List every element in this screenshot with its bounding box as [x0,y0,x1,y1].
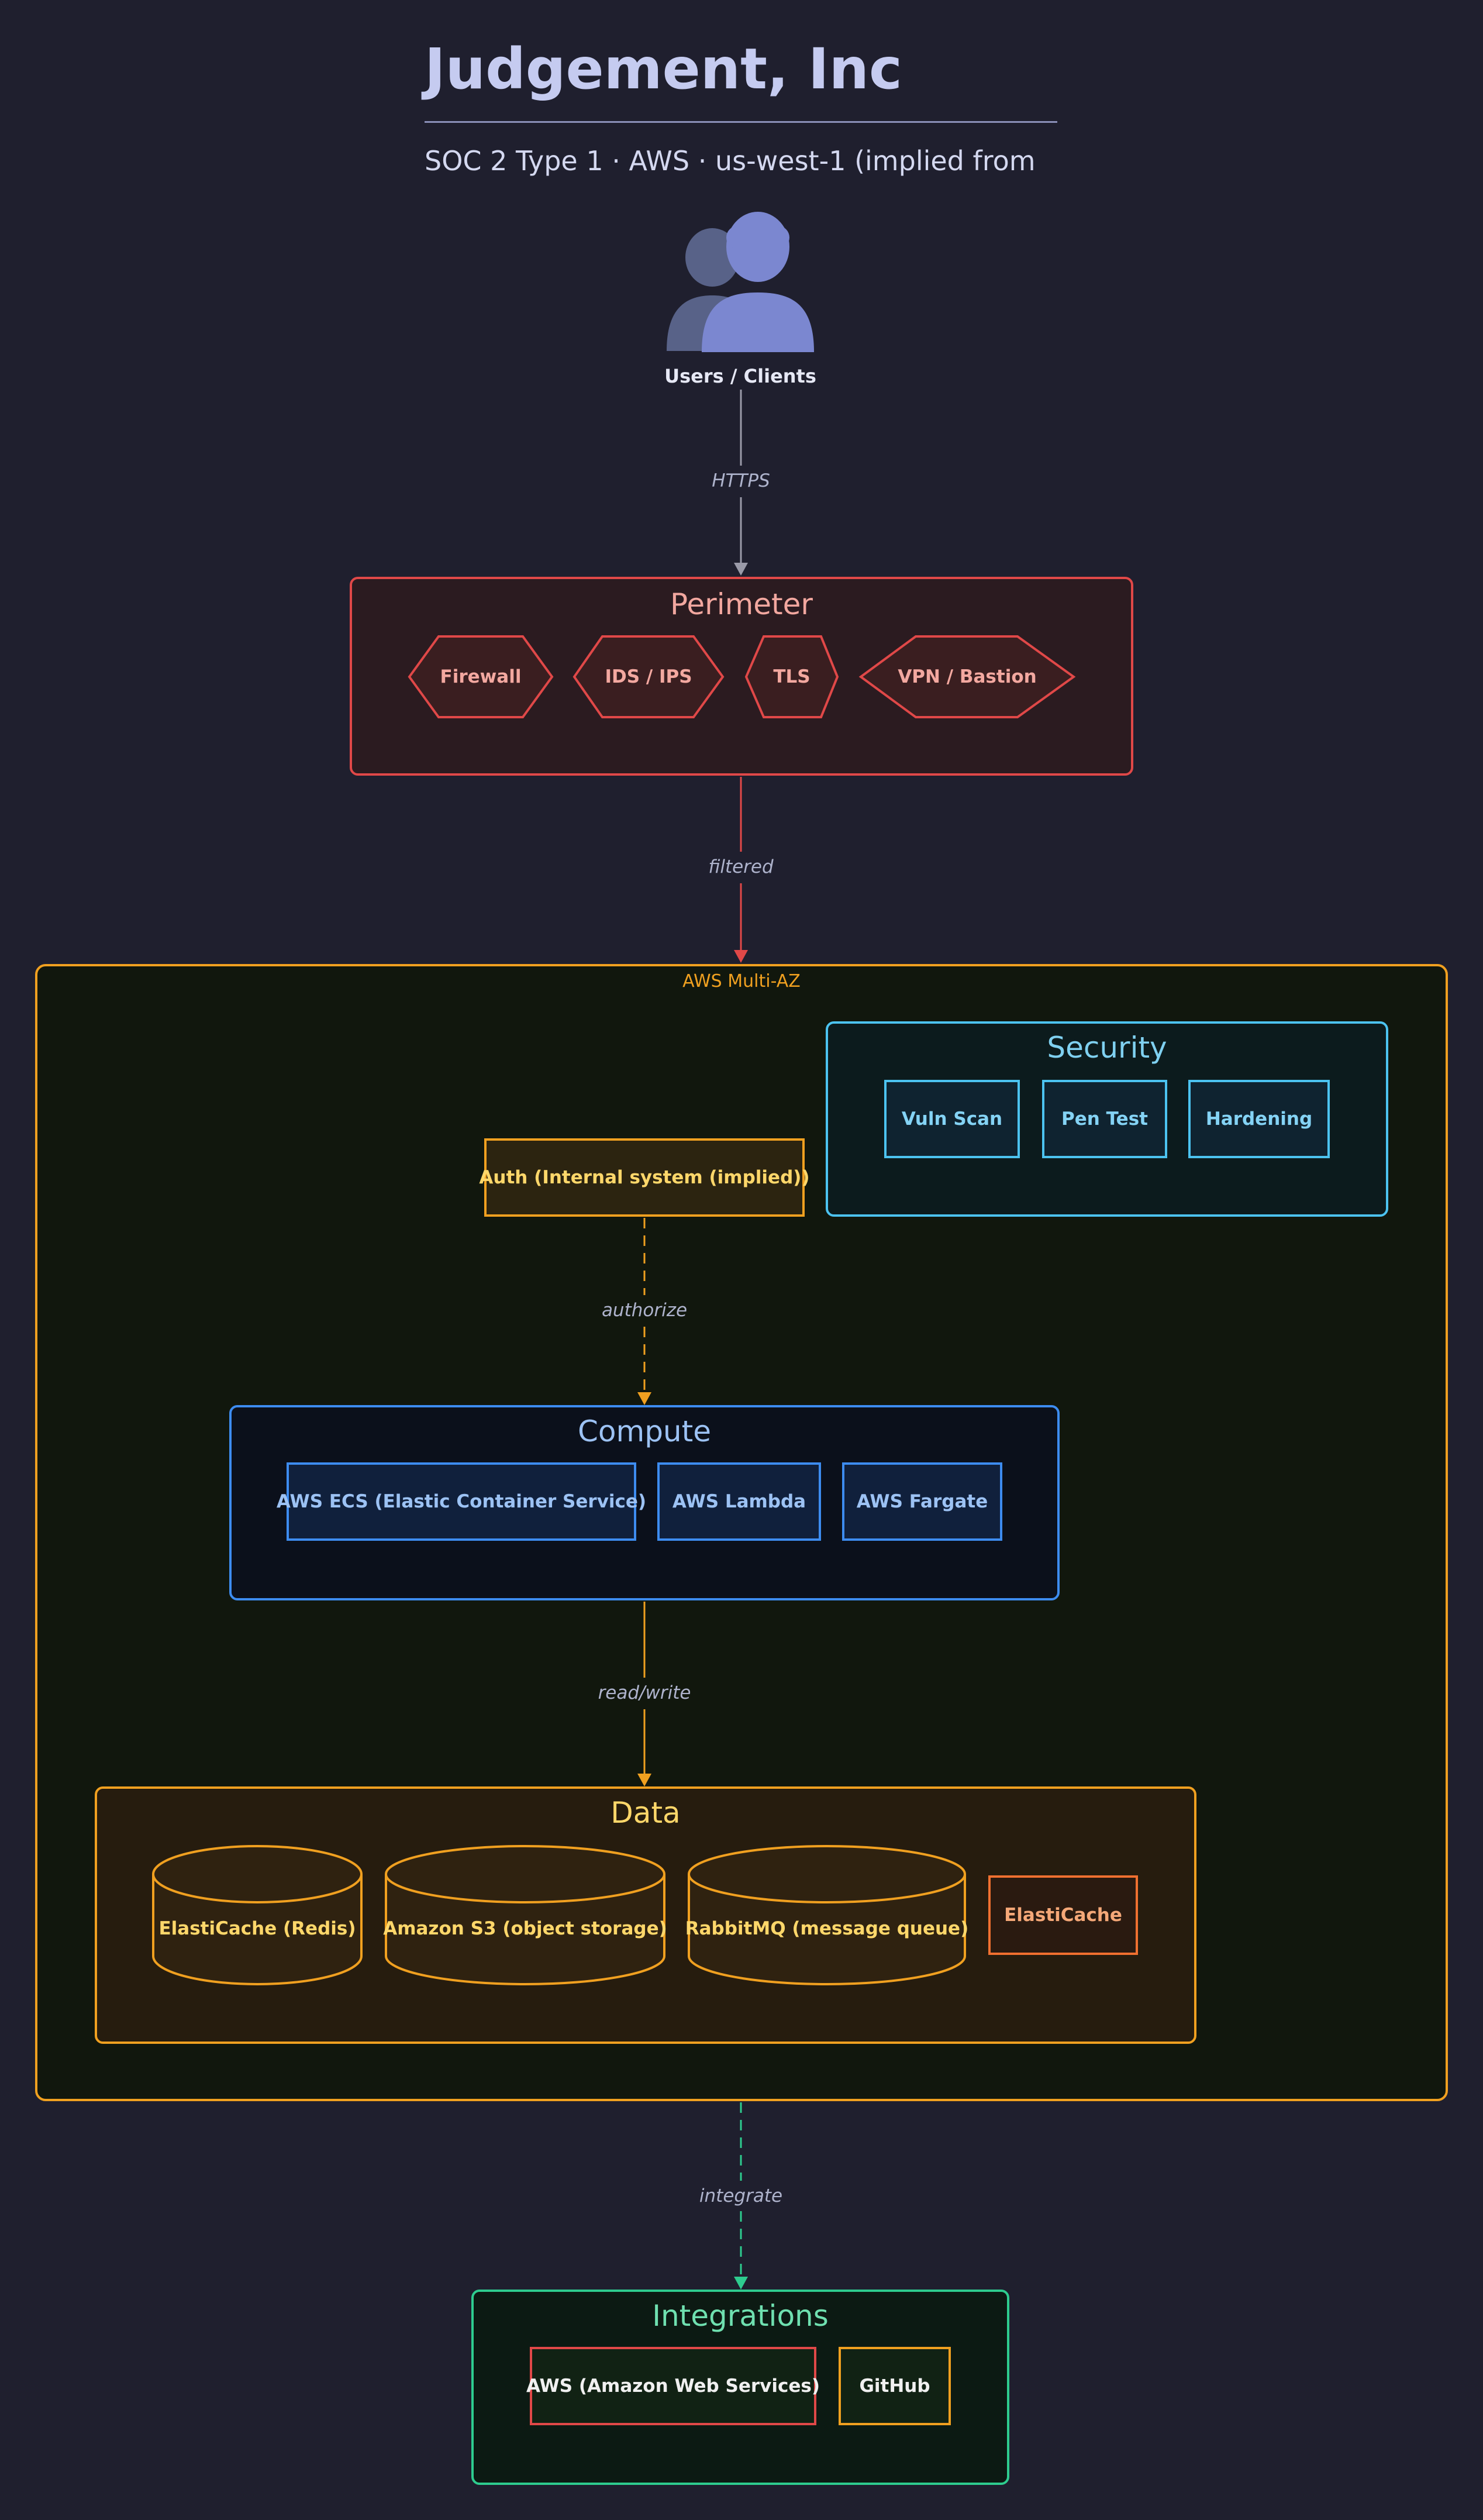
users-label: Users / Clients [664,365,816,387]
ids-ips-label: IDS / IPS [605,666,692,687]
elasticache-node: ElastiCache [988,1875,1138,1955]
vuln-scan-node: Vuln Scan [884,1080,1020,1158]
elasticache-redis-cylinder [152,1845,363,1985]
edge-users-perimeter [734,390,748,576]
firewall-label: Firewall [440,666,522,687]
rabbitmq-label: RabbitMQ (message queue) [685,1918,969,1939]
pen-test-node: Pen Test [1042,1080,1167,1158]
page-title: Judgement, Inc [425,36,902,102]
aws-multi-az-label: AWS Multi-AZ [682,971,801,992]
edge-label-integrate: integrate [699,2185,783,2206]
tls-label: TLS [773,666,811,687]
page-subtitle: SOC 2 Type 1 · AWS · us-west-1 (implied … [425,145,1036,177]
firewall-hexagon [408,635,554,718]
edge-label-read-write: read/write [598,1682,691,1703]
aws-fargate-node: AWS Fargate [842,1462,1002,1541]
edge-label-authorize: authorize [601,1300,688,1321]
hardening-node: Hardening [1188,1080,1330,1158]
tls-hexagon [744,635,839,718]
aws-lambda-node: AWS Lambda [657,1462,821,1541]
vpn-bastion-label: VPN / Bastion [898,666,1037,687]
data-title: Data [611,1796,681,1830]
elasticache-redis-label: ElastiCache (Redis) [158,1918,356,1939]
edge-perimeter-aws [734,777,748,963]
title-divider [425,121,1057,123]
aws-integration-node: AWS (Amazon Web Services) [526,2347,820,2425]
vpn-bastion-hexagon [858,635,1076,718]
ids-ips-hexagon [572,635,725,718]
rabbitmq-cylinder [688,1845,966,1985]
github-integration-node: GitHub [839,2347,951,2425]
edge-label-filtered: filtered [708,856,774,877]
security-title: Security [1047,1031,1167,1065]
amazon-s3-cylinder [385,1845,665,1985]
aws-ecs-node: AWS ECS (Elastic Container Service) [277,1462,646,1541]
auth-node: Auth (Internal system (implied)) [479,1138,810,1217]
edge-compute-data [637,1602,651,1786]
edge-label-https: HTTPS [712,470,770,491]
users-icon [667,212,814,352]
perimeter-title: Perimeter [670,587,813,621]
compute-title: Compute [577,1414,711,1448]
edge-auth-compute [637,1218,651,1405]
amazon-s3-label: Amazon S3 (object storage) [383,1918,667,1939]
edge-aws-integrations [734,2102,748,2290]
integrations-title: Integrations [652,2299,829,2333]
